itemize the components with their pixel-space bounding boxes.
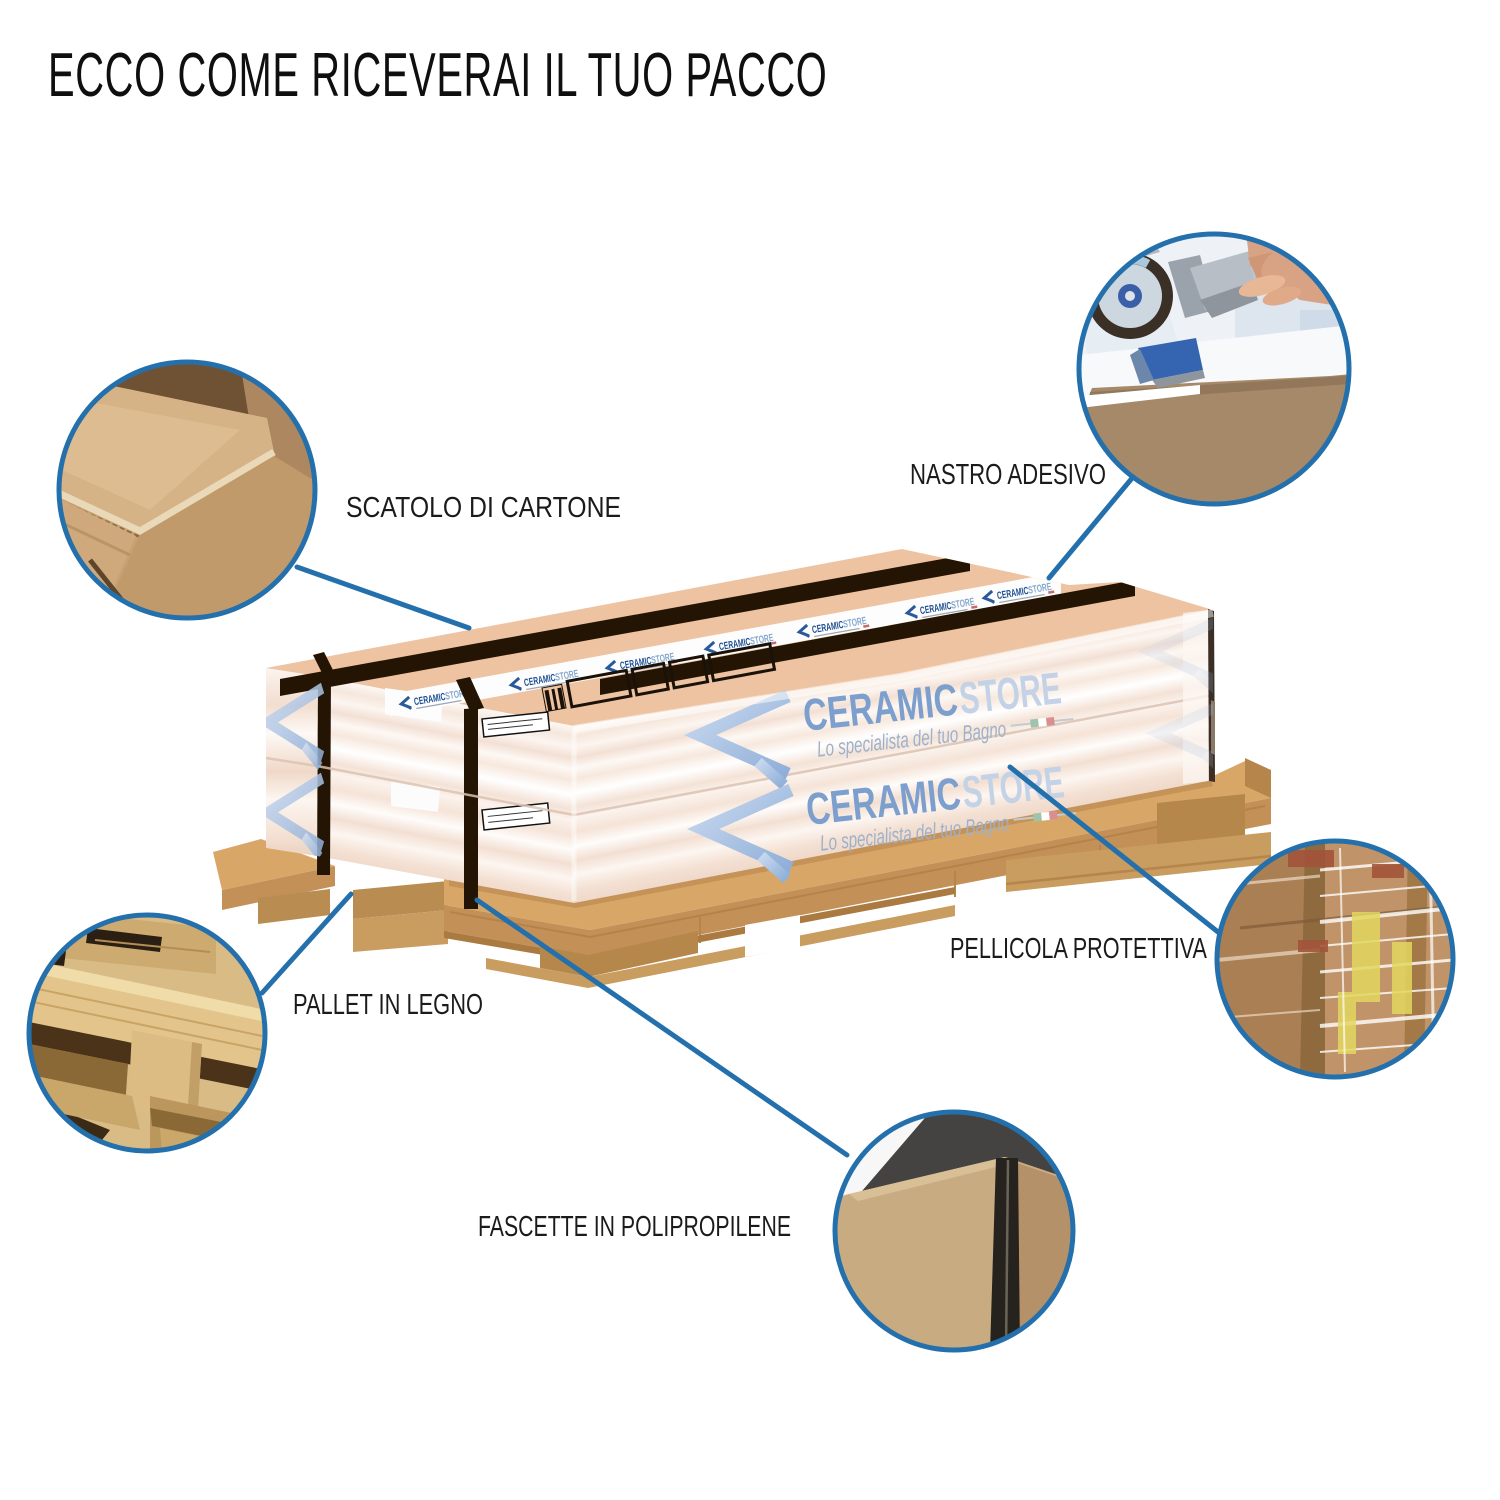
svg-text:SCATOLO DI CARTONE: SCATOLO DI CARTONE xyxy=(346,492,621,524)
svg-text:STORE: STORE xyxy=(957,662,1064,724)
svg-text:PELLICOLA PROTETTIVA: PELLICOLA PROTETTIVA xyxy=(950,933,1207,965)
svg-text:PALLET IN LEGNO: PALLET IN LEGNO xyxy=(293,989,483,1021)
svg-text:ECCO COME RICEVERAI IL TUO PAC: ECCO COME RICEVERAI IL TUO PACCO xyxy=(48,41,827,110)
svg-text:NASTRO ADESIVO: NASTRO ADESIVO xyxy=(910,459,1106,491)
svg-text:FASCETTE IN POLIPROPILENE: FASCETTE IN POLIPROPILENE xyxy=(478,1211,791,1243)
